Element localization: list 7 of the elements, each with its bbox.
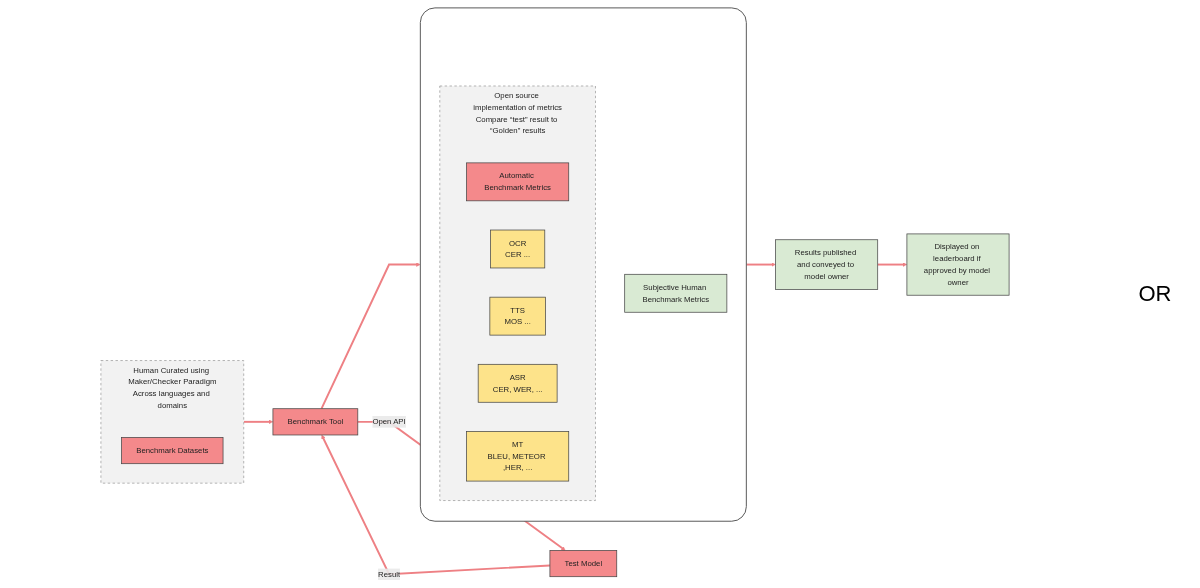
arrow [876,262,908,267]
arrow [242,419,274,424]
arrow [320,262,421,410]
cluster [419,7,747,522]
arrow [745,262,776,267]
or-label: OR [1137,281,1173,307]
arrow [321,434,551,576]
